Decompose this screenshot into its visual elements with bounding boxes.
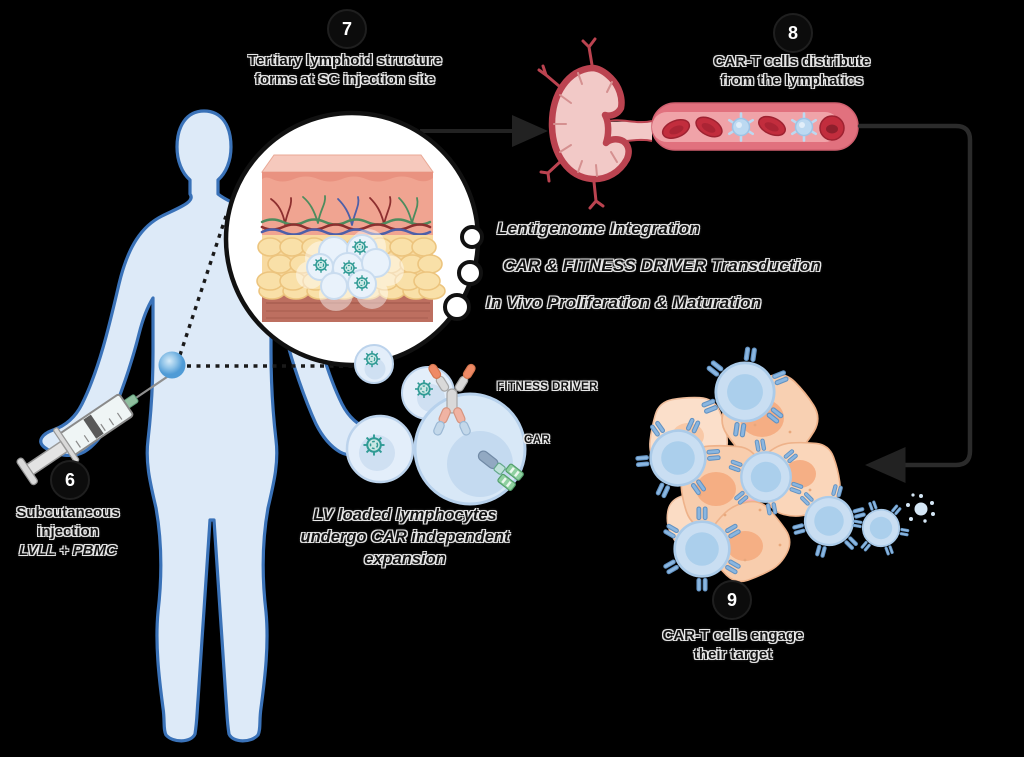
callout-car-fitness-driver-transduction: CAR & FITNESS DRIVER Transduction xyxy=(503,256,821,275)
step-8-label-line-2: from the lymphatics xyxy=(720,72,864,89)
fitness-driver-antibody-icon xyxy=(428,363,476,436)
callout-in-vivo-proliferation-maturation: In Vivo Proliferation & Maturation xyxy=(486,293,762,312)
blood-vessel-icon xyxy=(651,102,859,151)
step-6-number: 6 xyxy=(64,469,75,490)
lentivirus-icon xyxy=(414,379,434,399)
syringe-icon xyxy=(16,374,170,486)
lentivirus-icon xyxy=(353,274,371,292)
lv-cell xyxy=(354,344,394,384)
step-7-number: 7 xyxy=(341,18,352,39)
skin-cross-section xyxy=(256,154,446,322)
step-9-number: 9 xyxy=(726,589,737,610)
step-6-label-line-2: injection xyxy=(37,523,99,540)
injection-site-dot xyxy=(158,351,186,379)
lentivirus-icon xyxy=(363,350,381,368)
step-9-badge: 9 xyxy=(712,580,752,620)
step-6-label-line-1: Subcutaneous xyxy=(16,504,120,521)
expansion-note-line-1: LV loaded lymphocytes xyxy=(313,506,497,524)
lentivirus-icon xyxy=(362,433,386,457)
step-7-badge: 7 xyxy=(327,9,367,49)
tumor-cluster xyxy=(625,342,935,591)
car-label: CAR xyxy=(524,434,551,446)
step-6-label: Subcutaneous injection LVLL + PBMC xyxy=(16,503,119,560)
step-8-badge: 8 xyxy=(773,13,813,53)
engineered-t-cell xyxy=(413,363,527,506)
flow-arrow-return xyxy=(857,123,973,483)
step-8-label-line-1: CAR-T cells distribute xyxy=(713,53,871,70)
step-6-sub-label: LVLL + PBMC xyxy=(19,542,117,559)
lv-loaded-cells xyxy=(345,344,527,506)
step-9-label: CAR-T cells engage their target xyxy=(663,626,804,664)
step-8-number: 8 xyxy=(787,22,798,43)
red-blood-cell-icon xyxy=(819,115,845,141)
step-8-label: CAR-T cells distribute from the lymphati… xyxy=(714,52,871,90)
lentivirus-icon xyxy=(351,238,369,256)
expansion-note-line-2: undergo CAR independent xyxy=(300,528,510,546)
step-6-badge: 6 xyxy=(50,460,90,500)
step-9-label-line-1: CAR-T cells engage xyxy=(662,627,804,644)
step-7-label-line-1: Tertiary lymphoid structure xyxy=(248,52,442,69)
callout-lentigenome-integration: Lentigenome Integration xyxy=(497,219,700,238)
magnifier-bubble xyxy=(223,110,484,368)
tls-cell-cluster xyxy=(296,229,404,311)
dermal-vessels xyxy=(260,195,432,236)
lentivirus-icon xyxy=(312,256,330,274)
thought-bubbles xyxy=(443,225,484,321)
lentivirus-icon xyxy=(340,259,358,277)
skin-top-face xyxy=(261,154,434,173)
expansion-note-line-3: expansion xyxy=(364,550,446,568)
step-7-label: Tertiary lymphoid structure forms at SC … xyxy=(248,51,442,89)
expansion-note: LV loaded lymphocytes undergo CAR indepe… xyxy=(301,504,510,570)
car-t-cell-icon xyxy=(843,490,919,566)
step-7-label-line-2: forms at SC injection site xyxy=(254,71,436,88)
car-receptor-icon xyxy=(477,450,524,492)
lv-cell xyxy=(345,414,415,484)
lymph-node-icon xyxy=(537,37,653,210)
sparkle-cell-icon xyxy=(906,493,935,523)
step-9-label-line-2: their target xyxy=(693,646,773,663)
fitness-driver-label: FITNESS DRIVER xyxy=(497,381,598,393)
